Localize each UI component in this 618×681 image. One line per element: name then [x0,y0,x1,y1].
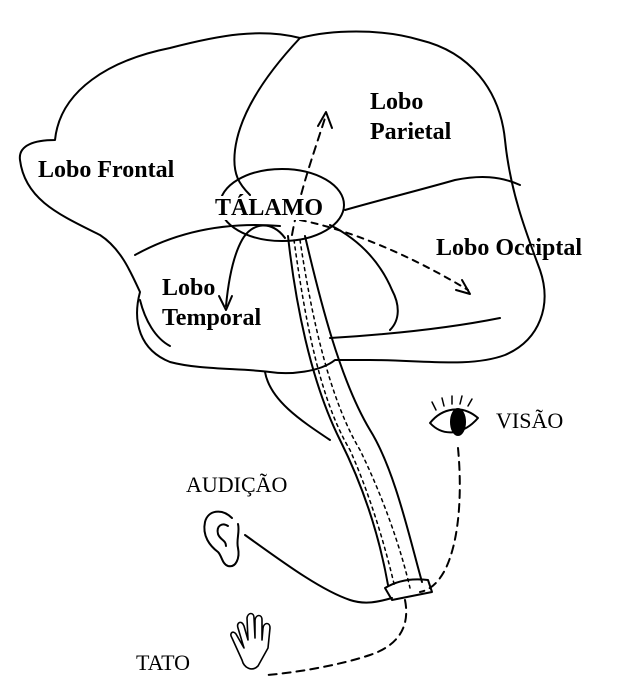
brainstem-left [288,236,388,585]
hand-icon [231,614,270,669]
lower-brain-outline [265,372,330,440]
parieto-occipital-line [345,177,520,210]
vision-pathway [420,448,460,592]
label-lobo-temporal-line2: Temporal [162,306,261,330]
cerebellum-boundary [330,318,500,338]
label-lobo-temporal: Lobo Temporal [162,276,261,330]
temporal-lobe-outline [135,225,280,255]
label-visao: VISÃO [496,410,563,432]
central-sulcus [234,38,300,195]
label-lobo-parietal: Lobo Parietal [370,90,451,144]
label-audicao: AUDIÇÃO [186,474,287,496]
label-lobo-temporal-line1: Lobo [162,276,261,300]
occipital-arrowhead [456,280,470,294]
ear-icon [204,512,238,567]
label-lobo-parietal-line1: Lobo [370,90,451,114]
brainstem-right [305,236,422,582]
label-lobo-parietal-line2: Parietal [370,120,451,144]
touch-pathway [268,600,406,675]
lateral-fissure [330,225,398,330]
hearing-pathway [245,535,392,603]
label-talamo: TÁLAMO [214,196,324,220]
label-lobo-occipital: Lobo Occiptal [436,236,582,260]
label-tato: TATO [136,652,190,674]
cord-tract-1 [294,240,395,588]
eye-icon [430,396,478,435]
label-lobo-frontal: Lobo Frontal [38,158,174,182]
